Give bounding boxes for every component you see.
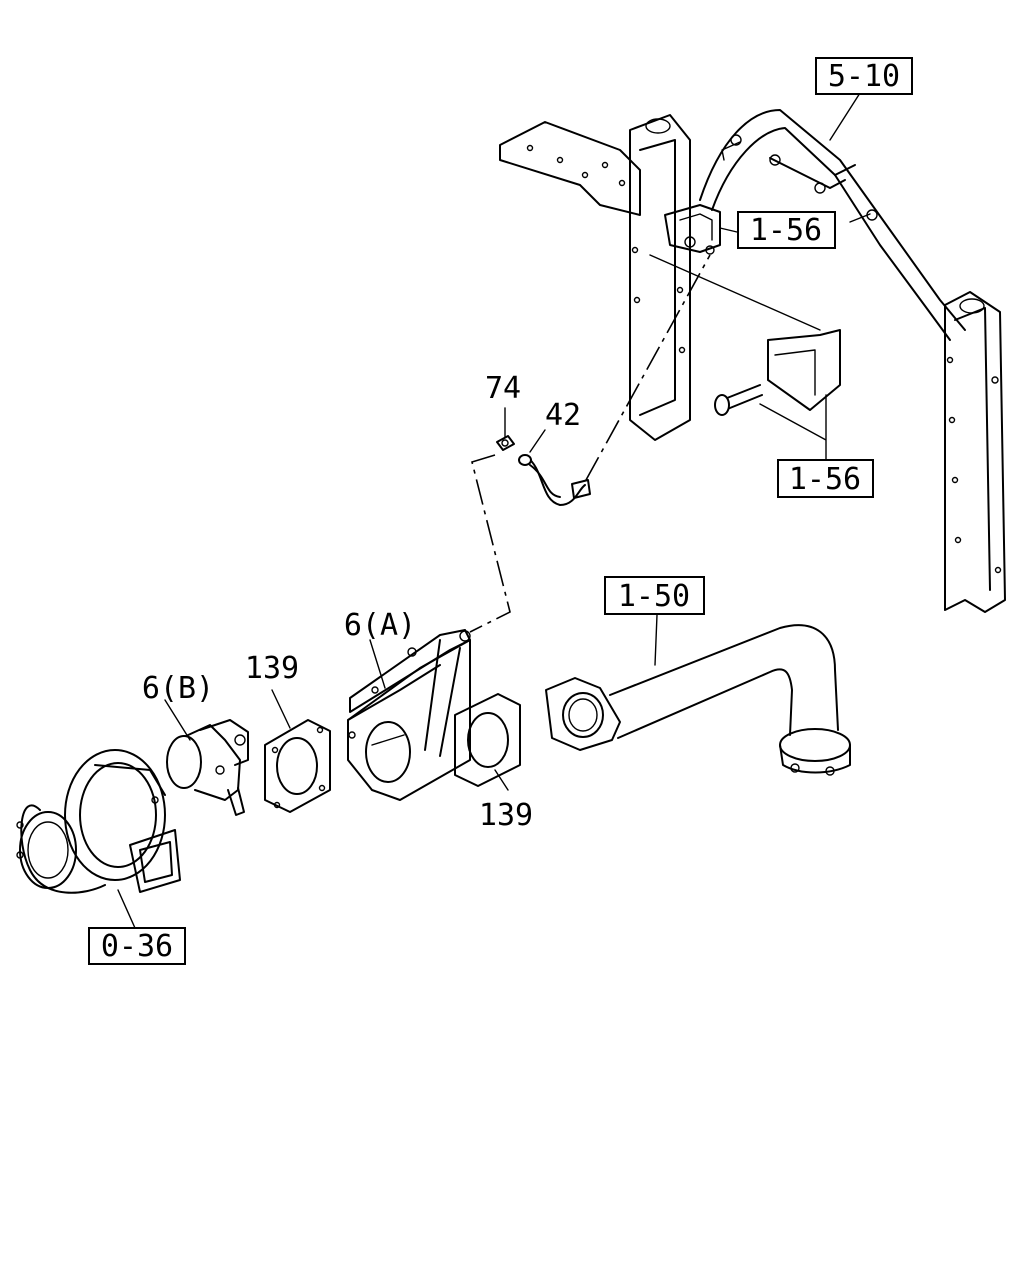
- exhaust-brake-valve-b: [166, 719, 249, 816]
- exhaust-brake-valve-a: [347, 629, 471, 801]
- part-label-valve-b[interactable]: 6(B): [142, 671, 214, 706]
- ref-box-frame[interactable]: 5-10: [815, 57, 913, 95]
- ref-label-bracket-lower: 1-56: [789, 462, 861, 497]
- part-label-gasket-right[interactable]: 139: [479, 798, 533, 833]
- part-label-connector[interactable]: 74: [485, 371, 521, 406]
- leader-lines: [117, 92, 861, 929]
- ref-label-turbocharger: 0-36: [101, 929, 173, 964]
- part-label-gasket-left[interactable]: 139: [245, 651, 299, 686]
- solenoid-valve-bracket: [649, 204, 821, 331]
- ref-box-turbocharger[interactable]: 0-36: [88, 927, 186, 965]
- gasket-left: [264, 719, 331, 813]
- part-label-hose[interactable]: 42: [545, 398, 581, 433]
- ref-box-exhaust-pipe[interactable]: 1-50: [604, 576, 705, 615]
- ref-box-bracket-upper[interactable]: 1-56: [737, 211, 836, 249]
- gasket-right: [454, 693, 521, 787]
- chassis-frame: [499, 109, 1006, 613]
- ref-label-frame: 5-10: [828, 59, 900, 94]
- ref-box-bracket-lower[interactable]: 1-56: [777, 459, 874, 498]
- hose-connector: [469, 435, 515, 633]
- exhaust-pipe: [545, 624, 851, 776]
- vacuum-hose: [518, 254, 711, 506]
- ref-label-bracket-upper: 1-56: [750, 213, 822, 248]
- mounting-bracket-plate: [714, 329, 841, 416]
- turbocharger: [16, 749, 181, 894]
- part-label-valve-a[interactable]: 6(A): [344, 608, 416, 643]
- ref-label-exhaust-pipe: 1-50: [618, 579, 690, 614]
